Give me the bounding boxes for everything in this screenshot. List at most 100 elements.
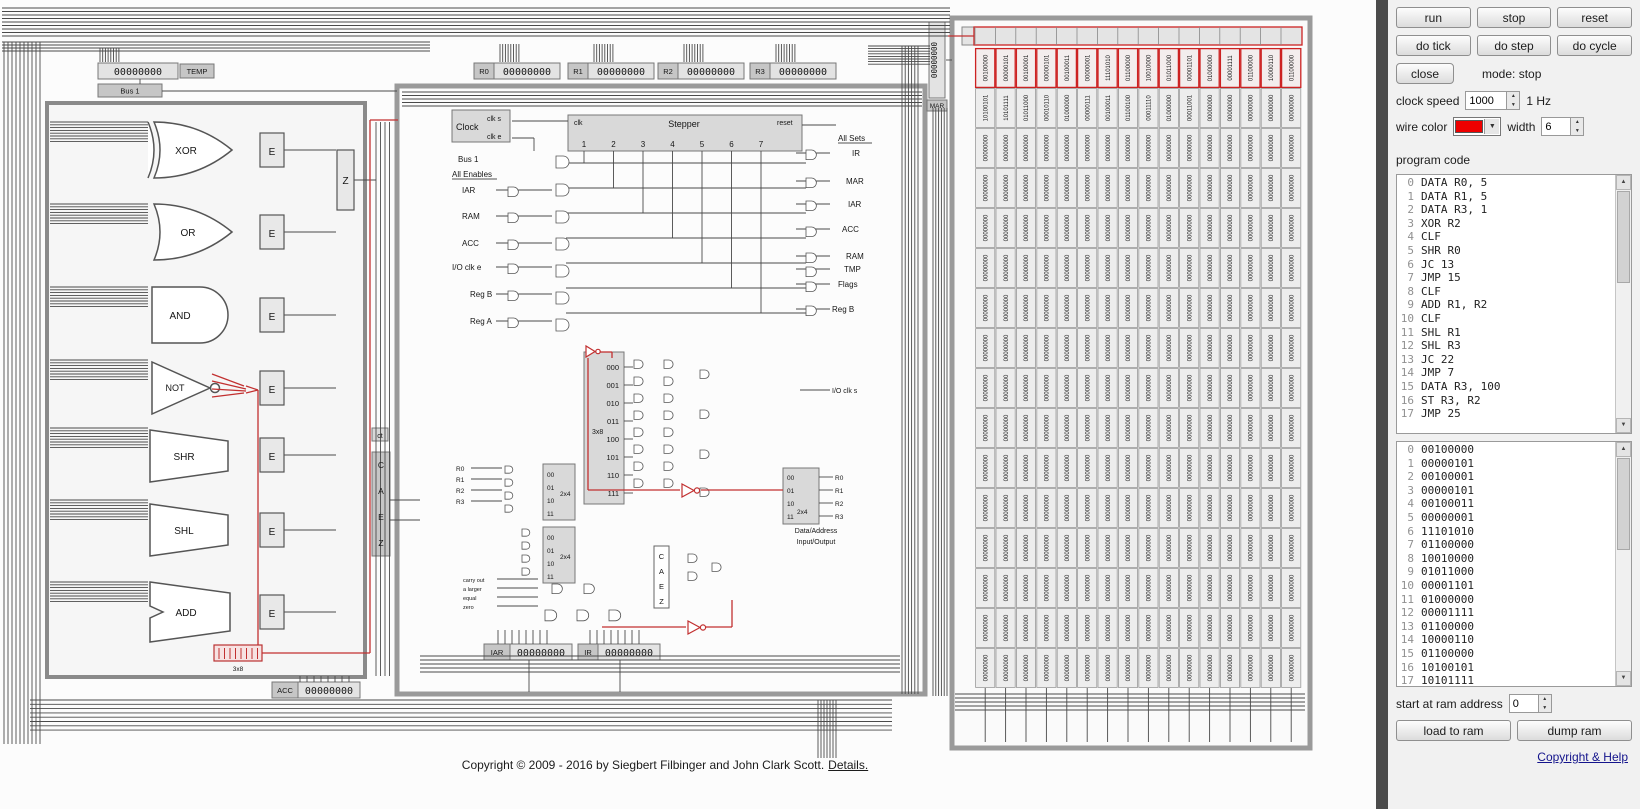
ram-cell[interactable]: [1097, 288, 1118, 328]
ram-cell[interactable]: [1118, 248, 1139, 288]
do-cycle-button[interactable]: do cycle: [1557, 35, 1633, 56]
ram-cell[interactable]: [1056, 168, 1077, 208]
ram-cell[interactable]: [1220, 128, 1241, 168]
ram-cell[interactable]: [1240, 128, 1261, 168]
details-link[interactable]: Details.: [828, 758, 869, 772]
ram-cell[interactable]: [1199, 448, 1220, 488]
ram-cell[interactable]: [1138, 248, 1159, 288]
ram-cell[interactable]: [1179, 248, 1200, 288]
ram-cell[interactable]: [1281, 328, 1302, 368]
ram-cell[interactable]: [1158, 488, 1179, 528]
ram-cell[interactable]: [1179, 128, 1200, 168]
ram-cell[interactable]: [1220, 528, 1241, 568]
ram-cell[interactable]: [1260, 88, 1281, 128]
ram-cell[interactable]: [995, 88, 1016, 128]
ram-cell[interactable]: [1158, 608, 1179, 648]
ram-cell[interactable]: [995, 488, 1016, 528]
ram-cell[interactable]: [1158, 208, 1179, 248]
ram-cell[interactable]: [1281, 408, 1302, 448]
ram-cell[interactable]: [1281, 368, 1302, 408]
ram-cell[interactable]: [1016, 568, 1037, 608]
ram-cell[interactable]: [1240, 47, 1261, 89]
ram-cell[interactable]: [1077, 208, 1098, 248]
ram-cell[interactable]: [1260, 47, 1282, 89]
ram-cell[interactable]: [1240, 568, 1261, 608]
ram-cell[interactable]: [1199, 47, 1220, 89]
stop-button[interactable]: stop: [1476, 7, 1552, 28]
ram-cell[interactable]: [1036, 488, 1057, 528]
ram-cell[interactable]: [1138, 168, 1159, 208]
ram-cell[interactable]: [1016, 328, 1037, 368]
ram-cell[interactable]: [1260, 328, 1281, 368]
ram-cell[interactable]: [1097, 328, 1118, 368]
ram-cell[interactable]: [975, 608, 996, 648]
ram-cell[interactable]: [1158, 328, 1179, 368]
ram-cell[interactable]: [975, 448, 996, 488]
ram-cell[interactable]: [1036, 368, 1057, 408]
ram-cell[interactable]: [1117, 47, 1139, 89]
close-button[interactable]: close: [1396, 63, 1455, 84]
ram-cell[interactable]: [1118, 568, 1139, 608]
ram-cell[interactable]: [1199, 208, 1220, 248]
ram-cell[interactable]: [1036, 408, 1057, 448]
ram-cell[interactable]: [1077, 368, 1098, 408]
ram-cell[interactable]: [1199, 168, 1220, 208]
ram-cell[interactable]: [1199, 568, 1220, 608]
ram-cell[interactable]: [995, 168, 1016, 208]
ram-cell[interactable]: [1118, 368, 1139, 408]
ram-cell[interactable]: [1097, 608, 1118, 648]
ram-cell[interactable]: [1260, 128, 1281, 168]
ram-cell[interactable]: [1016, 488, 1037, 528]
ram-cell[interactable]: [1036, 248, 1057, 288]
ram-cell[interactable]: [1158, 288, 1179, 328]
ram-cell[interactable]: [1138, 408, 1159, 448]
ram-cell[interactable]: [1240, 408, 1261, 448]
do-step-button[interactable]: do step: [1476, 35, 1552, 56]
ram-cell[interactable]: [1281, 168, 1302, 208]
ram-cell[interactable]: [1260, 248, 1281, 288]
ram-cell[interactable]: [975, 568, 996, 608]
ram-scrollbar[interactable]: ▲▼: [1615, 442, 1631, 686]
ram-cell[interactable]: [1016, 128, 1037, 168]
ram-cell[interactable]: [1138, 368, 1159, 408]
ram-cell[interactable]: [1077, 608, 1098, 648]
ram-cell[interactable]: [1138, 328, 1159, 368]
ram-cell[interactable]: [1118, 128, 1139, 168]
ram-cell[interactable]: [1016, 608, 1037, 648]
ram-cell[interactable]: [1118, 168, 1139, 208]
ram-cell[interactable]: [1036, 648, 1057, 688]
ram-cell[interactable]: [1036, 288, 1057, 328]
ram-cell[interactable]: [1158, 448, 1179, 488]
ram-cell[interactable]: [975, 528, 996, 568]
ram-cell[interactable]: [1179, 88, 1200, 128]
ram-cell[interactable]: [1199, 408, 1220, 448]
ram-cell[interactable]: [1240, 208, 1261, 248]
ram-cell[interactable]: [1199, 528, 1220, 568]
ram-cell[interactable]: [1036, 568, 1057, 608]
ram-cell[interactable]: [1199, 368, 1220, 408]
scroll-track[interactable]: [1616, 190, 1631, 418]
ram-cell[interactable]: [1240, 488, 1261, 528]
ram-cell[interactable]: [1158, 128, 1179, 168]
start-address-input[interactable]: [1508, 694, 1539, 713]
ram-cell[interactable]: [1056, 528, 1077, 568]
ram-cell[interactable]: [1056, 88, 1077, 128]
ram-cell[interactable]: [1281, 88, 1302, 128]
ram-cell[interactable]: [1240, 168, 1261, 208]
ram-cell[interactable]: [1077, 88, 1098, 128]
ram-cell[interactable]: [1118, 288, 1139, 328]
ram-cell[interactable]: [1281, 288, 1302, 328]
ram-cell[interactable]: [1199, 248, 1220, 288]
ram-cell[interactable]: [1281, 448, 1302, 488]
ram-cell[interactable]: [975, 248, 996, 288]
spinner-up-icon[interactable]: ▲: [1574, 119, 1580, 125]
ram-cell[interactable]: [1077, 168, 1098, 208]
ram-cell[interactable]: [995, 328, 1016, 368]
ram-cell[interactable]: [995, 128, 1016, 168]
ram-cell[interactable]: [1097, 168, 1118, 208]
ram-cell[interactable]: [1077, 408, 1098, 448]
ram-cell[interactable]: [1138, 568, 1159, 608]
scroll-up-icon[interactable]: ▲: [1616, 442, 1631, 457]
ram-cell[interactable]: [1158, 368, 1179, 408]
